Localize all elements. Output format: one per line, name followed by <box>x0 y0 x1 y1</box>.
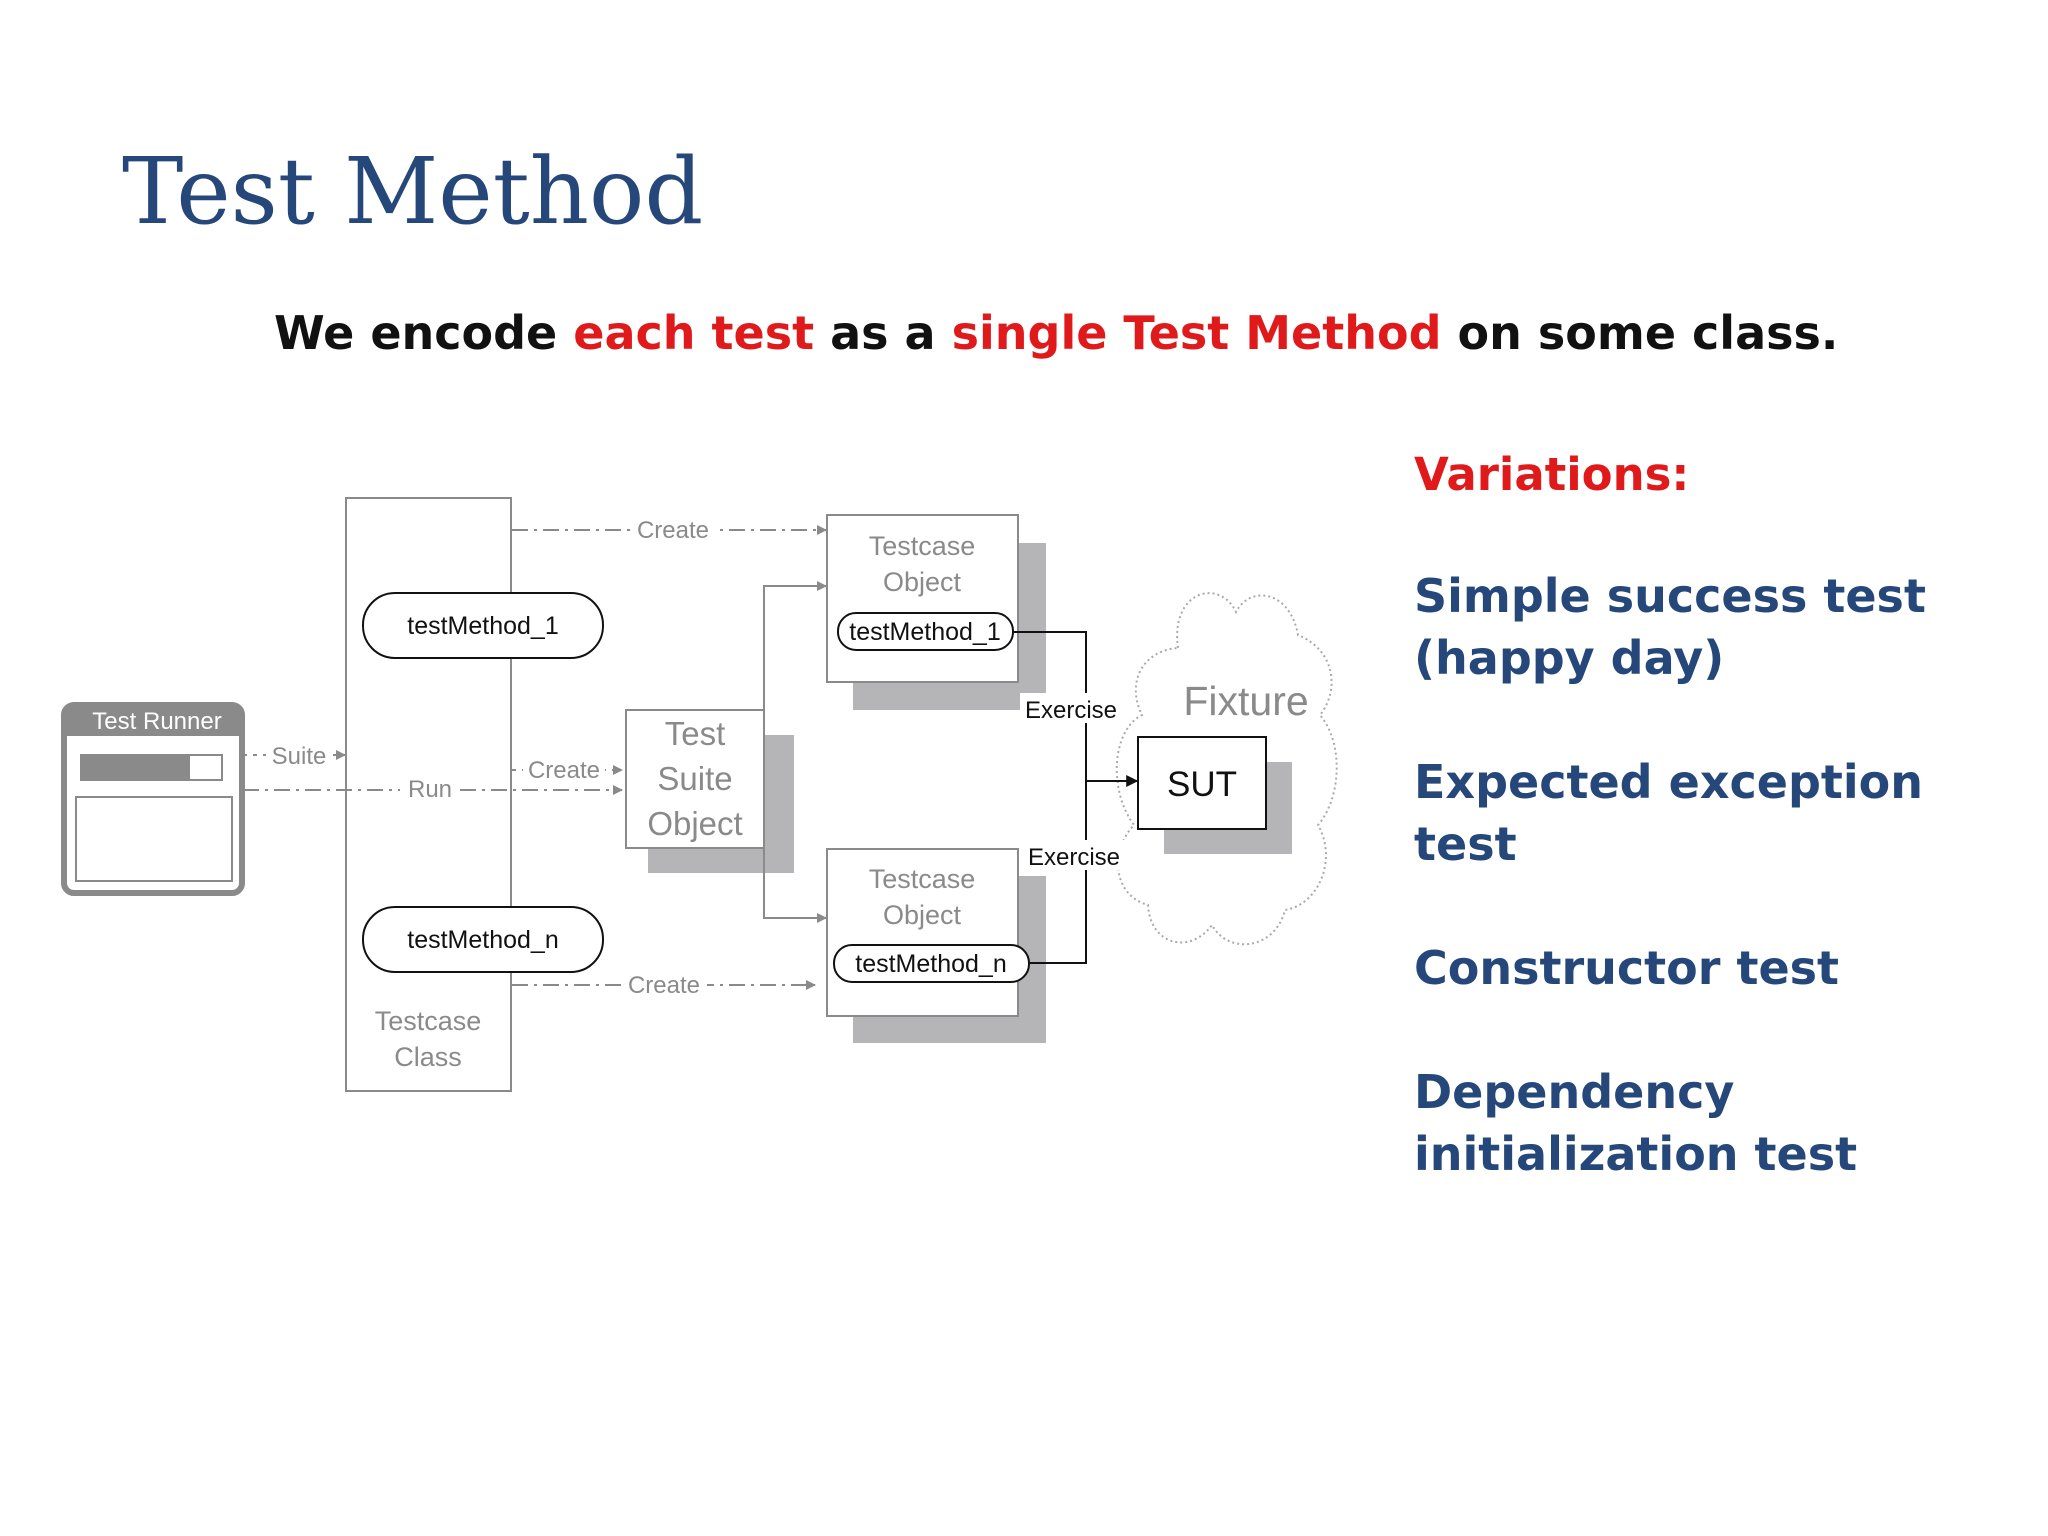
testcase-object-n-line2: Object <box>883 900 962 930</box>
create-suite-arrow-label: Create <box>528 757 600 784</box>
subtitle-part-2: as a <box>814 306 952 360</box>
variation-item: Dependency initialization test <box>1414 1065 1858 1181</box>
subtitle-highlight-single-test-method: single Test Method <box>951 306 1442 360</box>
subtitle-part-1: We encode <box>274 306 574 360</box>
test-suite-object-line3: Object <box>647 805 742 842</box>
testcase-object-1: Testcase Object testMethod_1 <box>826 514 1046 710</box>
create-testcase-n-arrow-label: Create <box>628 972 700 999</box>
testcase-object-n-method-label: testMethod_n <box>855 950 1007 978</box>
sut-box: SUT <box>1137 736 1292 854</box>
variations-panel: Variations: Simple success test (happy d… <box>1414 445 2034 1247</box>
testcase-object-1-line2: Object <box>883 567 962 597</box>
exercise-n-label: Exercise <box>1028 844 1120 871</box>
create-testcase-1-arrow-label: Create <box>637 517 709 544</box>
class-test-method-n-label: testMethod_n <box>407 926 559 954</box>
class-test-method-1-label: testMethod_1 <box>407 612 559 640</box>
testcase-object-1-method-label: testMethod_1 <box>849 618 1001 646</box>
variation-item: Constructor test <box>1414 941 1840 995</box>
slide-title: Test Method <box>122 138 704 245</box>
class-test-method-n-pill <box>362 906 604 973</box>
variation-item: Expected exception test <box>1414 755 1923 871</box>
suite-to-testcase-1-connector <box>763 581 827 710</box>
suite-to-testcase-n-connector <box>763 848 827 923</box>
suite-arrow-label: Suite <box>272 743 327 770</box>
variation-item: Simple success test (happy day) <box>1414 569 1926 685</box>
testcase-class-label-line1: Testcase <box>375 1006 482 1036</box>
variations-heading: Variations: <box>1414 448 1690 501</box>
test-runner-output-panel <box>75 796 233 882</box>
test-runner: Test Runner <box>61 702 245 896</box>
class-test-method-1-pill <box>362 592 604 659</box>
testcase-object-n-line1: Testcase <box>869 864 976 894</box>
fixture-label: Fixture <box>1183 678 1308 724</box>
sut-label: SUT <box>1167 765 1237 804</box>
testcase-object-n: Testcase Object testMethod_n <box>826 848 1046 1043</box>
test-runner-title: Test Runner <box>92 708 221 735</box>
testcase-object-1-line1: Testcase <box>869 531 976 561</box>
subtitle-part-3: on some class. <box>1441 306 1839 360</box>
test-suite-object: Test Suite Object <box>625 709 794 873</box>
exercise-1-connector <box>1013 631 1087 779</box>
exercise-1-label: Exercise <box>1025 697 1117 724</box>
test-suite-object-line2: Suite <box>657 760 732 797</box>
test-suite-object-line1: Test <box>665 715 726 752</box>
slide-subtitle: We encode each test as a single Test Met… <box>274 306 1838 360</box>
subtitle-highlight-each-test: each test <box>573 306 815 360</box>
testcase-class-label-line2: Class <box>394 1042 462 1072</box>
run-arrow-label: Run <box>408 776 452 803</box>
